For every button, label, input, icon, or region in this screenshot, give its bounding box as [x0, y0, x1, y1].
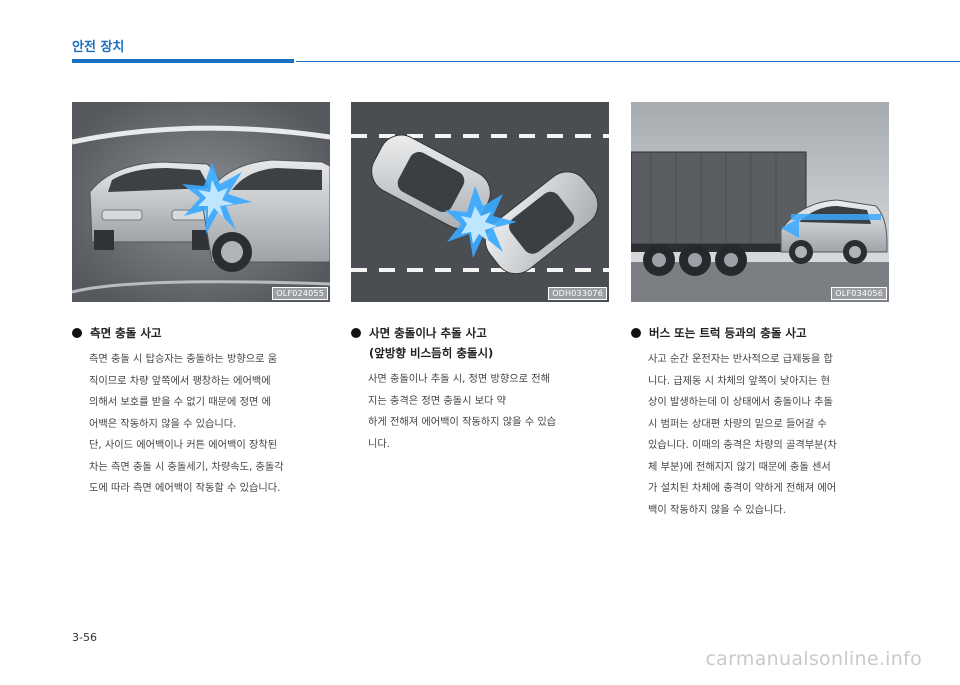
side-collision-illustration: OLF024055 [72, 102, 330, 302]
section-heading: 측면 충돌 사고 [72, 323, 330, 343]
figure-code-label: OLF034056 [831, 287, 887, 300]
bullet-icon [351, 328, 361, 338]
section-title: 안전 장치 [72, 40, 125, 55]
underride-collision-illustration: OLF034056 [631, 102, 889, 302]
section-heading: 버스 또는 트럭 등과의 충돌 사고 [631, 323, 889, 343]
section-side-collision: 측면 충돌 사고 측면 충돌 시 탑승자는 충돌하는 방향으로 움 직이므로 차… [72, 323, 330, 500]
section-heading-text: 버스 또는 트럭 등과의 충돌 사고 [649, 326, 807, 340]
bullet-icon [631, 328, 641, 338]
header-rule-thick [72, 59, 294, 63]
watermark: carmanualsonline.info [705, 648, 922, 670]
section-body: 사면 충돌이나 추돌 시, 정면 방향으로 전해 지는 충격은 정면 충돌시 보… [368, 374, 557, 450]
section-heading: 사면 충돌이나 추돌 사고 (앞방향 비스듬히 충돌시) [351, 323, 609, 363]
figure-code-label: ODH033076 [548, 287, 607, 300]
section-body: 사고 순간 운전자는 반사적으로 급제동을 합 니다. 급제동 시 차체의 앞쪽… [648, 354, 837, 516]
section-body: 측면 충돌 시 탑승자는 충돌하는 방향으로 움 직이므로 차량 앞쪽에서 팽창… [89, 354, 284, 494]
page-number: 3-56 [72, 631, 97, 644]
section-underride-collision: 버스 또는 트럭 등과의 충돌 사고 사고 순간 운전자는 반사적으로 급제동을… [631, 323, 889, 521]
bullet-icon [72, 328, 82, 338]
figure-code-label: OLF024055 [272, 287, 328, 300]
section-heading-text: 사면 충돌이나 추돌 사고 (앞방향 비스듬히 충돌시) [369, 326, 494, 360]
section-oblique-collision: 사면 충돌이나 추돌 사고 (앞방향 비스듬히 충돌시) 사면 충돌이나 추돌 … [351, 323, 609, 455]
header-rule-thin [296, 61, 960, 62]
section-heading-text: 측면 충돌 사고 [90, 326, 162, 340]
oblique-collision-illustration: ODH033076 [351, 102, 609, 302]
